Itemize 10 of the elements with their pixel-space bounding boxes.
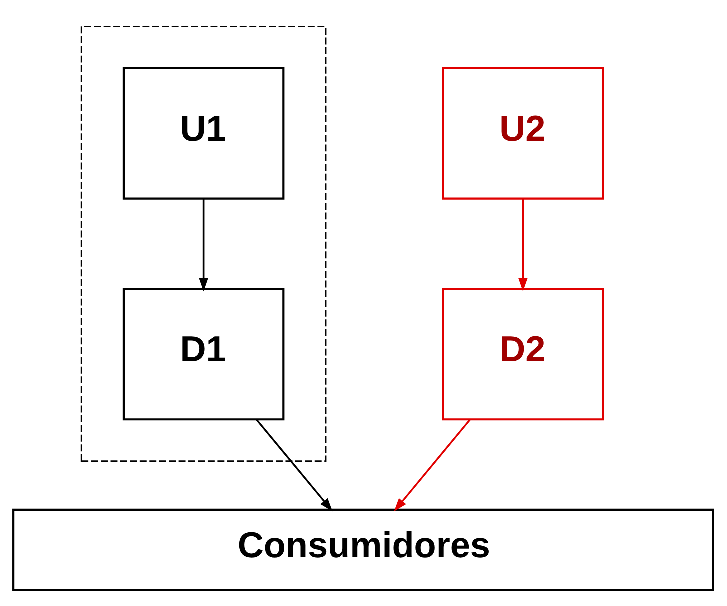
node-box: U2 — [442, 67, 604, 200]
arrow — [256, 419, 333, 512]
node-box: U1 — [122, 67, 285, 200]
node-box: D1 — [122, 288, 285, 421]
node-box: D2 — [442, 288, 604, 421]
arrow — [394, 419, 471, 512]
arrow — [199, 199, 208, 292]
node-box: Consumidores — [12, 508, 714, 592]
arrow — [518, 199, 528, 292]
cluster — [80, 26, 327, 462]
